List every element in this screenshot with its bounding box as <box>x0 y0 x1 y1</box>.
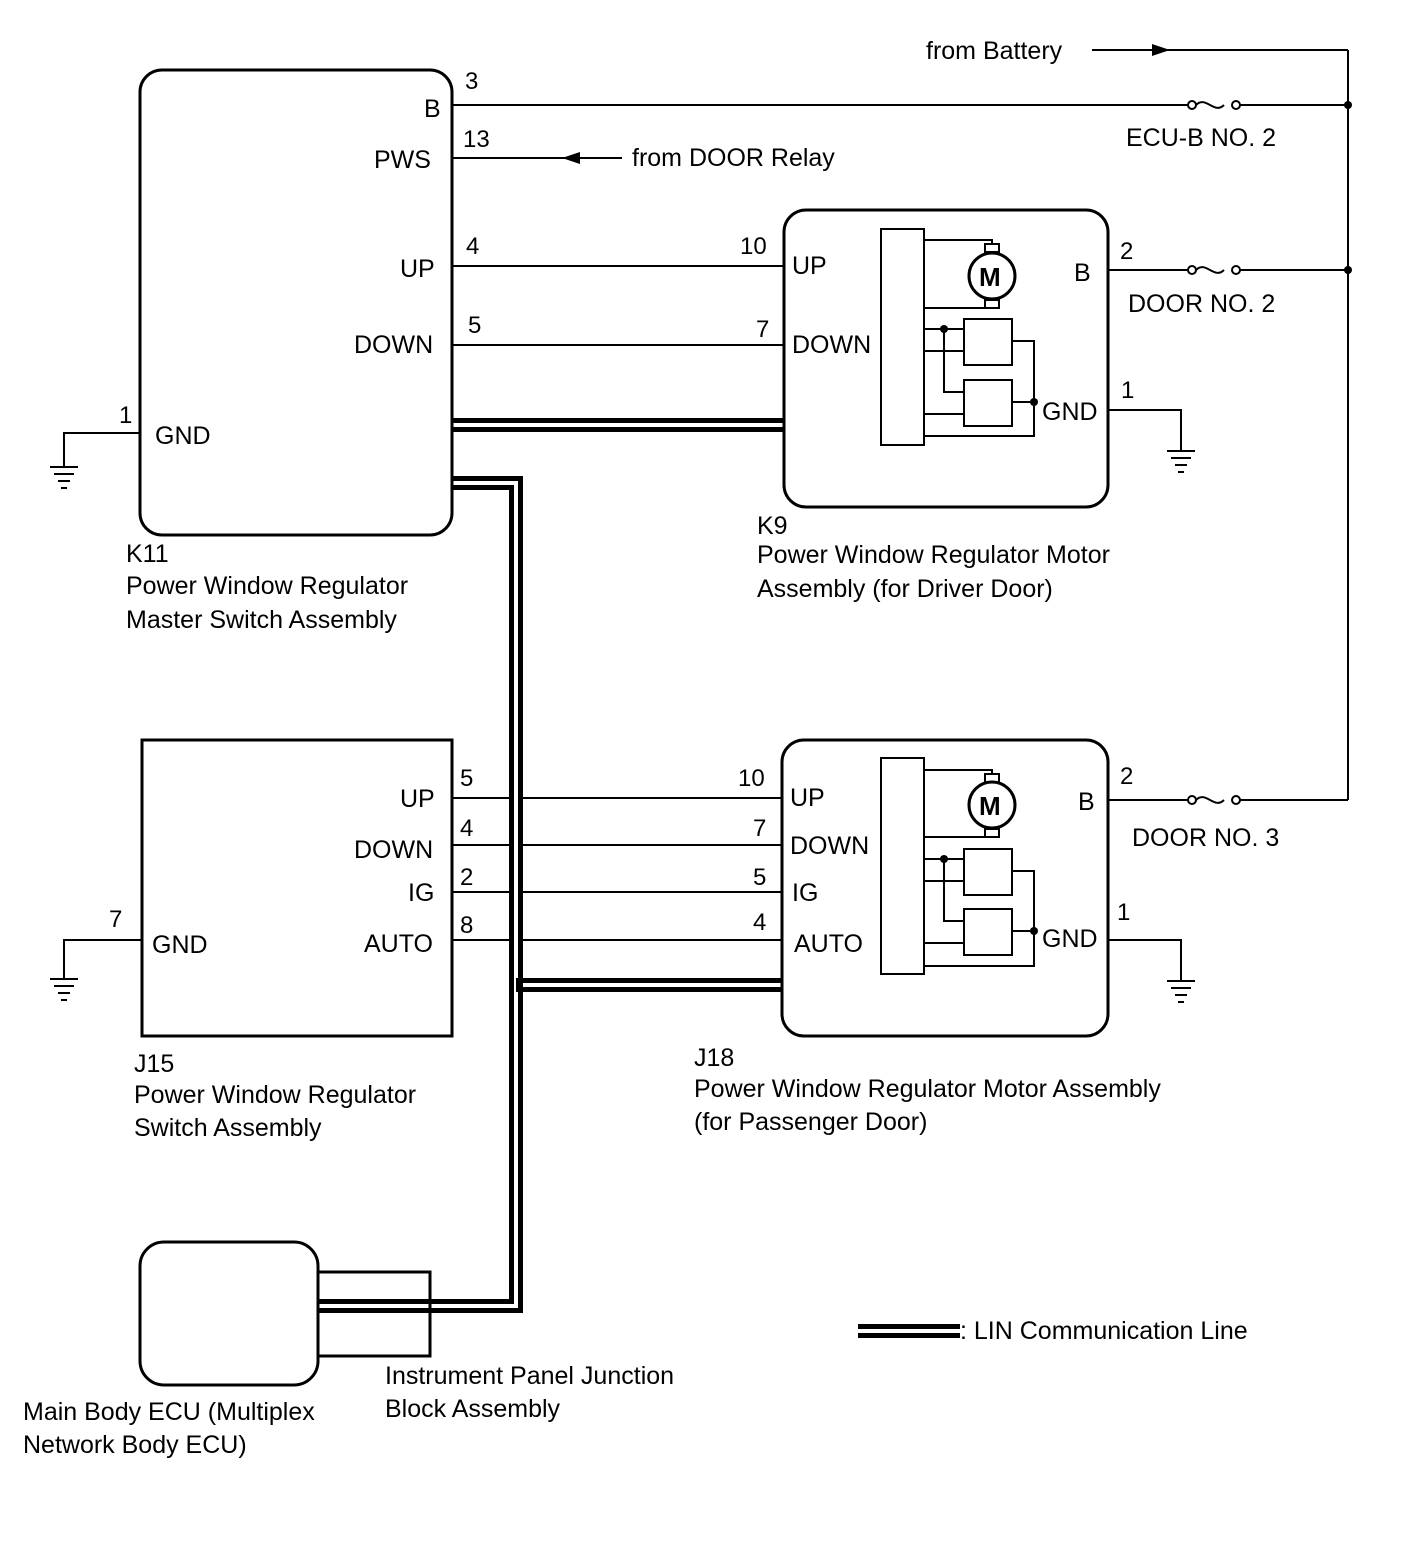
from-door-relay-label: from DOOR Relay <box>632 144 835 172</box>
j18-terminal-ig: IG <box>792 879 818 907</box>
k11-terminal-b: B <box>424 95 441 123</box>
k9-terminal-down: DOWN <box>792 331 871 359</box>
j18-terminal-gnd: GND <box>1042 925 1098 953</box>
arrow-left-icon <box>562 152 580 164</box>
k9-name-line1: Power Window Regulator Motor <box>757 541 1110 569</box>
j15-terminal-down: DOWN <box>354 836 433 864</box>
j15-pin-up: 5 <box>460 765 473 792</box>
j15-terminal-auto: AUTO <box>364 930 433 958</box>
k9-pin-gnd: 1 <box>1121 377 1134 404</box>
j18-terminal-b: B <box>1078 788 1095 816</box>
j18-terminal-up: UP <box>790 784 825 812</box>
fuse-label-door-2: DOOR NO. 2 <box>1128 290 1275 318</box>
signal-wires <box>452 265 784 941</box>
j15-pin-ig: 2 <box>460 864 473 891</box>
fuse-label-door-3: DOOR NO. 3 <box>1132 824 1279 852</box>
k11-pin-up: 4 <box>466 233 479 260</box>
j15-terminal-ig: IG <box>408 879 434 907</box>
k9-connector-block <box>880 228 925 446</box>
k11-terminal-pws: PWS <box>374 146 431 174</box>
from-battery-label: from Battery <box>926 37 1063 65</box>
j18-terminal-auto: AUTO <box>794 930 863 958</box>
j18-pin-auto: 4 <box>753 909 766 936</box>
k9-name-line2: Assembly (for Driver Door) <box>757 575 1053 603</box>
k11-terminal-gnd: GND <box>155 422 211 450</box>
j15-terminal-gnd: GND <box>152 931 208 959</box>
k11-master-switch: B 3 PWS 13 UP 4 DOWN 5 GND 1 K11 Power W… <box>50 68 490 634</box>
k9-terminal-gnd: GND <box>1042 398 1098 426</box>
fuse-icon <box>1187 265 1241 275</box>
arrow-right-icon <box>1152 44 1170 56</box>
j15-pin-down: 4 <box>460 815 473 842</box>
junction-block-box <box>316 1270 432 1358</box>
j18-pin-down: 7 <box>753 815 766 842</box>
j18-name-line2: (for Passenger Door) <box>694 1108 927 1136</box>
ecu-name-line2: Network Body ECU) <box>23 1431 247 1459</box>
fuse-icon <box>1187 795 1241 805</box>
fuse-label-ecu-b: ECU-B NO. 2 <box>1126 124 1276 152</box>
junction-name-line1: Instrument Panel Junction <box>385 1362 674 1390</box>
j15-box <box>140 738 454 1038</box>
j15-name-line1: Power Window Regulator <box>134 1081 416 1109</box>
k11-name-line1: Power Window Regulator <box>126 572 408 600</box>
k11-terminal-up: UP <box>400 255 435 283</box>
k9-motor-driver: M UP 10 DOWN 7 B 2 GND 1 K9 Power Window… <box>740 208 1195 603</box>
j18-pin-gnd: 1 <box>1117 899 1130 926</box>
ecu-name-line1: Main Body ECU (Multiplex <box>23 1398 315 1426</box>
j15-name-line2: Switch Assembly <box>134 1114 322 1142</box>
k11-box <box>138 68 454 537</box>
j18-motor-label: M <box>979 791 1001 821</box>
junction-name-line2: Block Assembly <box>385 1395 561 1423</box>
k11-terminal-down: DOWN <box>354 331 433 359</box>
k11-pin-gnd: 1 <box>119 402 132 429</box>
ground-icon <box>1167 450 1195 473</box>
k9-terminal-up: UP <box>792 252 827 280</box>
ground-icon <box>50 466 78 489</box>
k9-pin-up: 10 <box>740 233 767 260</box>
j15-id: J15 <box>134 1050 174 1078</box>
k9-motor-label: M <box>979 262 1001 292</box>
legend: : LIN Communication Line <box>858 1317 1248 1345</box>
ground-icon <box>50 978 78 1001</box>
k9-box <box>782 208 1110 509</box>
main-body-ecu: Main Body ECU (Multiplex Network Body EC… <box>23 1240 320 1459</box>
j15-terminal-up: UP <box>400 785 435 813</box>
k9-id: K9 <box>757 512 788 540</box>
ecu-box <box>138 1240 320 1387</box>
j15-pin-auto: 8 <box>460 912 473 939</box>
j18-pin-ig: 5 <box>753 864 766 891</box>
j18-motor-passenger: M UP 10 DOWN 7 IG 5 AUTO 4 B 2 GND 1 J18 <box>694 738 1195 1136</box>
k9-pin-b: 2 <box>1120 238 1133 265</box>
legend-lin-label: : LIN Communication Line <box>960 1317 1248 1345</box>
k9-terminal-b: B <box>1074 259 1091 287</box>
j18-id: J18 <box>694 1044 734 1072</box>
j18-connector-block <box>880 757 925 975</box>
j15-pin-gnd: 7 <box>109 906 122 933</box>
junction-block: Instrument Panel Junction Block Assembly <box>316 1270 674 1423</box>
j18-name-line1: Power Window Regulator Motor Assembly <box>694 1075 1161 1103</box>
k11-pin-b: 3 <box>465 68 478 95</box>
j18-pin-b: 2 <box>1120 763 1133 790</box>
fuse-icon <box>1187 100 1241 110</box>
k9-pin-down: 7 <box>756 316 769 343</box>
k11-id: K11 <box>126 540 169 568</box>
j18-pin-up: 10 <box>738 765 765 792</box>
k11-name-line2: Master Switch Assembly <box>126 606 397 634</box>
power-supply: from Battery ECU-B NO. 2 from DOOR Relay… <box>452 37 1352 852</box>
j18-terminal-down: DOWN <box>790 832 869 860</box>
lin-bus <box>318 418 784 1313</box>
k11-pin-down: 5 <box>468 312 481 339</box>
ground-icon <box>1167 980 1195 1003</box>
j15-switch: UP 5 DOWN 4 IG 2 AUTO 8 GND 7 J15 Power … <box>50 738 473 1142</box>
k11-pin-pws: 13 <box>463 126 490 153</box>
